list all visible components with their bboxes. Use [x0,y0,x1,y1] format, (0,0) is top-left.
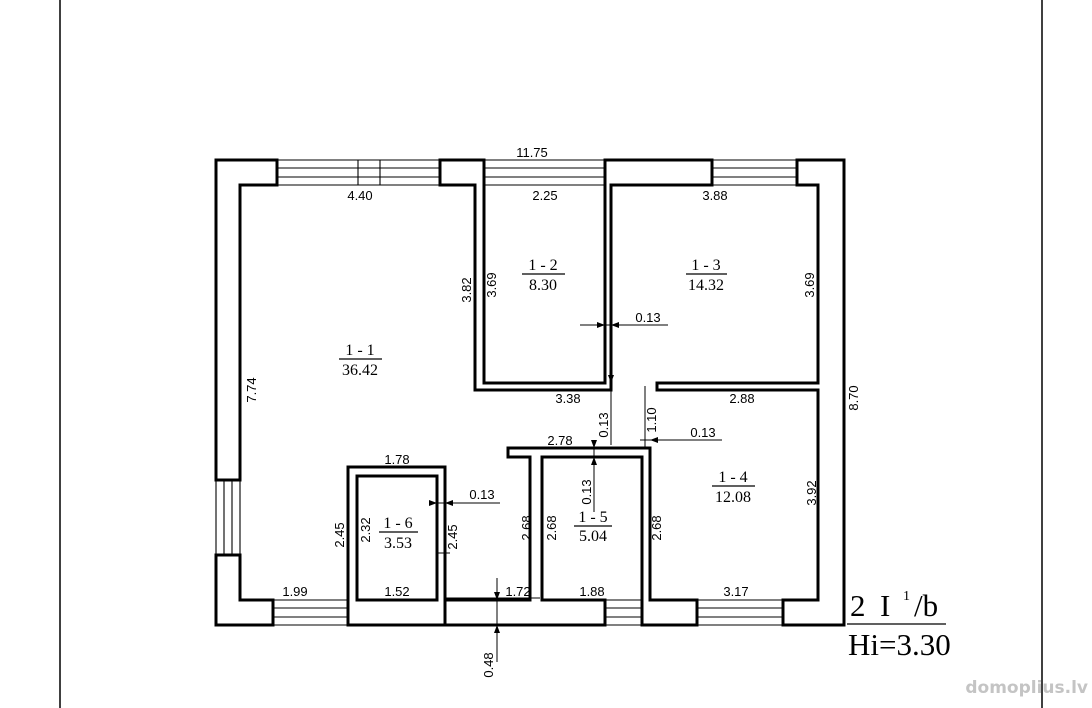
dimension-label: 3.92 [804,480,819,505]
dimension-label: 0.13 [469,487,494,502]
dimension-label: 0.13 [635,310,660,325]
stamp-floor-roman: I [880,588,890,623]
exterior-wall-top-left [214,158,279,482]
window-left [215,480,241,555]
room-area: 14.32 [688,277,724,294]
room-number: 1 - 1 [345,342,374,359]
dimension-label: 0.13 [579,479,594,504]
dimension-label: 1.88 [579,584,604,599]
window-bottom-left [273,599,348,626]
dimension-label: 2.45 [445,524,460,549]
dimension-label: 3.69 [802,272,817,297]
dimension-label: 2.32 [358,517,373,542]
room-label-1-5: 1 - 5 5.04 [574,509,612,545]
window-top-middle [484,159,605,186]
room-number: 1 - 2 [528,257,557,274]
walls-room-1-6 [346,465,447,627]
dimension-label: 1.10 [644,407,659,432]
room-label-1-6: 1 - 6 3.53 [379,515,418,552]
dimension-lines [429,322,722,662]
window-bottom-middle [605,599,642,626]
dimension-label: 3.88 [702,188,727,203]
exterior-wall-bottom-left [214,553,275,627]
dimension-label: 2.88 [729,391,754,406]
room-area: 12.08 [715,489,751,506]
dimension-label: 1.99 [282,584,307,599]
dimension-label: 2.68 [544,515,559,540]
dimension-label: 3.38 [555,391,580,406]
dimension-label: 3.82 [459,277,474,302]
exterior-wall-right [655,158,846,627]
dimension-label: 4.40 [347,188,372,203]
walls-rooms-1-2-1-3 [438,158,714,392]
dimension-label: 2.68 [649,515,664,540]
dimension-label: 1.52 [384,584,409,599]
stamp-suffix: /b [914,588,938,623]
walls-room-1-5 [443,446,699,627]
dimension-label: 0.13 [690,425,715,440]
room-area: 36.42 [342,362,378,379]
dimension-label: 1.78 [384,452,409,467]
dimension-label: 0.13 [596,412,611,437]
room-area: 3.53 [384,535,412,552]
dimension-label: 0.48 [481,652,496,677]
room-number: 1 - 3 [691,257,720,274]
stamp-floor-number: 2 [850,588,866,623]
dimension-label-overall-depth: 8.70 [846,385,861,410]
window-top-left [277,159,440,186]
room-area: 8.30 [529,277,557,294]
stamp-superscript: 1 [903,589,910,604]
dimension-label: 2.25 [532,188,557,203]
floor-stamp: 2 I 1 /b Hi=3.30 [847,588,951,662]
watermark-logo: domoplius.lv [965,678,1088,698]
window-top-right [712,159,797,186]
room-label-1-1: 1 - 1 36.42 [339,342,382,379]
dimension-label: 2.78 [547,433,572,448]
dimension-label-overall-width: 11.75 [516,145,548,160]
room-label-1-3: 1 - 3 14.32 [686,257,727,294]
dimension-label: 1.72 [505,584,530,599]
dimension-label: 2.45 [332,522,347,547]
room-label-1-4: 1 - 4 12.08 [712,469,755,506]
room-label-1-2: 1 - 2 8.30 [522,257,565,294]
stamp-height: Hi=3.30 [848,627,951,662]
dimension-label: 7.74 [244,377,259,402]
room-number: 1 - 5 [578,509,607,526]
dimension-label: 3.69 [484,272,499,297]
room-area: 5.04 [579,528,607,545]
window-bottom-right [697,599,783,626]
dimension-label: 3.17 [723,584,748,599]
room-number: 1 - 4 [718,469,747,486]
room-number: 1 - 6 [383,515,412,532]
dimension-label: 2.68 [519,515,534,540]
